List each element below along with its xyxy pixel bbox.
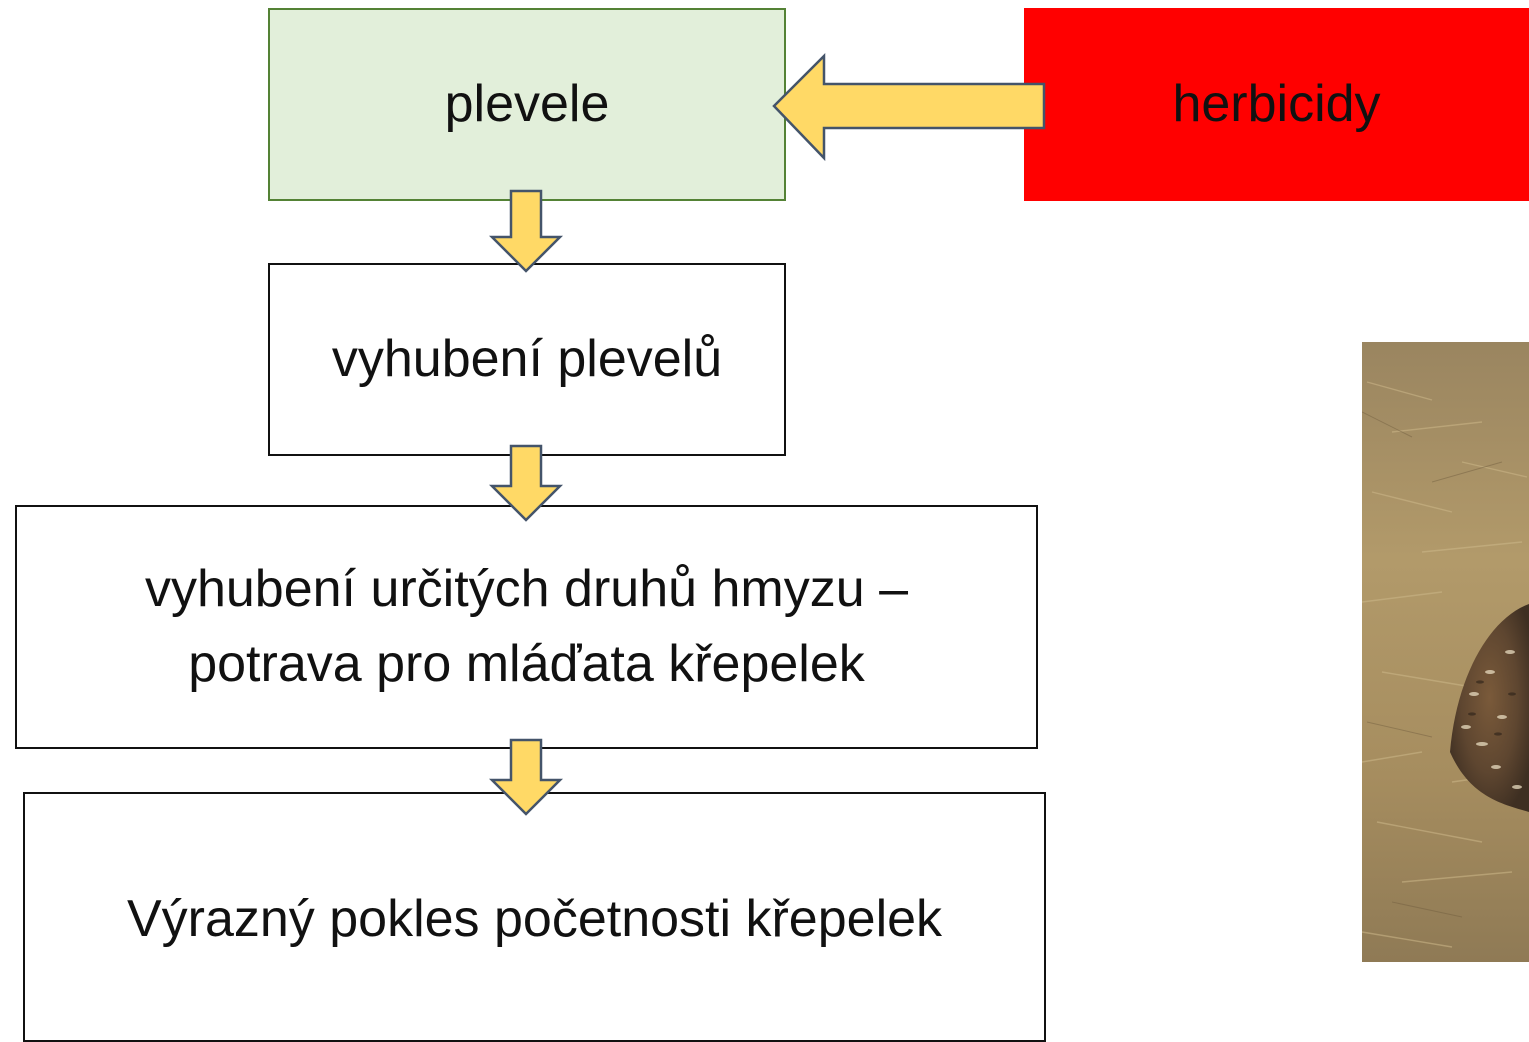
- node-vyhubeni-plevelu-label: vyhubení plevelů: [331, 329, 723, 388]
- node-herbicidy: herbicidy: [1024, 8, 1529, 201]
- arrow-herbicidy-to-plevele: [772, 52, 1046, 162]
- arrow-hmyz-to-pokles: [488, 738, 564, 816]
- arrow-vyhubeni-to-hmyz: [488, 444, 564, 522]
- node-vyhubeni-hmyzu: vyhubení určitých druhů hmyzu – potrava …: [15, 505, 1038, 749]
- node-herbicidy-label: herbicidy: [1172, 74, 1381, 133]
- node-plevele-label: plevele: [444, 74, 610, 133]
- arrow-plevele-to-vyhubeni: [488, 189, 564, 273]
- node-vyhubeni-hmyzu-line1: vyhubení určitých druhů hmyzu –: [144, 559, 909, 618]
- node-vyhubeni-hmyzu-line2: potrava pro mláďata křepelek: [188, 635, 865, 693]
- node-plevele: plevele: [268, 8, 786, 201]
- node-pokles: Výrazný pokles početnosti křepelek: [23, 792, 1046, 1042]
- node-pokles-label: Výrazný pokles početnosti křepelek: [126, 890, 943, 948]
- quail-photo: [1362, 342, 1529, 962]
- node-vyhubeni-plevelu: vyhubení plevelů: [268, 263, 786, 456]
